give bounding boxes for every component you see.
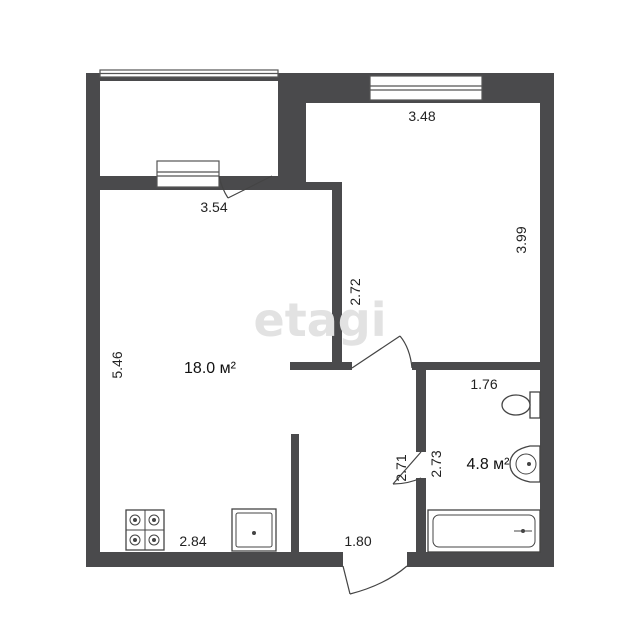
bath-left-wall-upper xyxy=(416,362,426,452)
hall-wall xyxy=(290,362,352,370)
corridor-width-label: 1.80 xyxy=(344,533,371,549)
outer-wall-right xyxy=(540,73,554,567)
balcony-door-window xyxy=(156,160,220,188)
entrance-door xyxy=(342,565,408,595)
bathroom-door xyxy=(392,451,422,485)
watermark: etagi xyxy=(254,293,387,347)
balcony-window xyxy=(99,69,279,78)
kitchen-sink-icon xyxy=(231,508,277,552)
living-depth-label: 5.46 xyxy=(109,351,125,378)
outer-wall-left xyxy=(86,73,100,567)
kitchen-width-label: 2.84 xyxy=(179,533,206,549)
bedroom-door xyxy=(351,335,413,369)
bath-top-wall xyxy=(412,362,554,370)
bedroom-width-label: 3.48 xyxy=(408,108,435,124)
hall-wall-label: 2.72 xyxy=(347,278,363,305)
kitchen-corridor-wall xyxy=(291,434,299,567)
corridor-depth-label: 2.71 xyxy=(393,454,409,481)
stove-icon xyxy=(125,509,165,551)
bathroom-area-label: 4.8 м² xyxy=(466,456,510,473)
bedroom-left-pillar xyxy=(278,73,306,190)
balcony-width-label: 3.54 xyxy=(200,199,227,215)
bedroom-depth-label: 3.99 xyxy=(513,226,529,253)
bath-depth-label: 2.73 xyxy=(428,450,444,477)
toilet-icon xyxy=(501,391,541,419)
balcony-door xyxy=(218,175,273,199)
entrance-gap xyxy=(343,551,407,568)
bath-left-wall-lower xyxy=(416,478,426,567)
bedroom-living-partition xyxy=(332,182,342,368)
corridor-bottom-left xyxy=(291,552,343,567)
bedroom-corner-block xyxy=(306,182,342,190)
bedroom-window xyxy=(369,75,483,101)
bathroom-sink-icon xyxy=(509,445,541,483)
living-room-area-label: 18.0 м² xyxy=(184,360,237,377)
bath-width-label: 1.76 xyxy=(470,376,497,392)
bathtub-icon xyxy=(427,509,541,553)
